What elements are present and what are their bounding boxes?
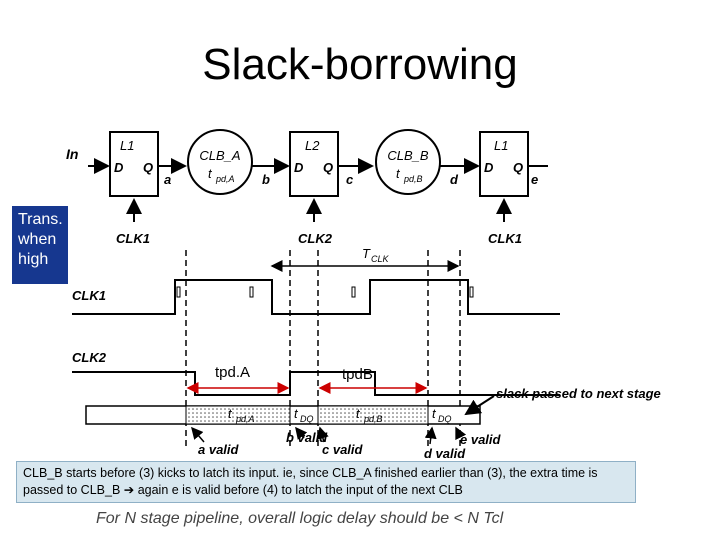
clb-b-delay-sub: pd,B [403, 174, 423, 184]
signal-e-label: e [531, 172, 538, 187]
latch-3-q: Q [513, 160, 523, 175]
side-note-line: high [18, 251, 49, 268]
tpd-b-label: tpdB [342, 366, 373, 383]
clk1-marker [176, 286, 181, 298]
latch-1-name: L1 [120, 138, 134, 153]
clk2-wave-label: CLK2 [72, 350, 107, 365]
a-valid-label: a valid [198, 442, 240, 457]
latch-3-name: L1 [494, 138, 508, 153]
clb-a-delay-sub: pd,A [215, 174, 235, 184]
tdq-label-2-sub: DQ [438, 414, 452, 424]
footer-note: For N stage pipeline, overall logic dela… [96, 510, 504, 527]
d-valid-label: d valid [424, 446, 466, 461]
tclk-label: T [362, 246, 371, 261]
clk1-marker [469, 286, 474, 298]
latch-1: L1 D Q [109, 131, 159, 197]
c-valid-arrow [317, 426, 329, 443]
b-valid-label: b valid [286, 430, 328, 445]
caption-box: CLB_B starts before (3) kicks to latch i… [16, 461, 636, 503]
signal-d-label: d [450, 172, 459, 187]
slack-arrow [464, 395, 495, 416]
latch-2: L2 D Q [289, 131, 339, 197]
tpd-a-bar-sub: pd,A [235, 414, 255, 424]
clb-b-delay: t [396, 166, 401, 181]
clb-b-block: CLB_B t pd,B [375, 129, 441, 195]
signal-b-label: b [262, 172, 270, 187]
page-title: Slack-borrowing [202, 40, 518, 89]
e-valid-label: e valid [460, 432, 502, 447]
clk1-waveform [72, 279, 560, 315]
e-valid-arrow [455, 426, 467, 441]
tclk-label-sub: CLK [371, 254, 390, 264]
clb-a-block: CLB_A t pd,A [187, 129, 253, 195]
latch-1-clock: CLK1 [116, 231, 150, 246]
clb-a-delay: t [208, 166, 213, 181]
tpd-a-bar-label: t [228, 406, 233, 421]
tdq-label-1: t [294, 406, 299, 421]
latch-2-name: L2 [305, 138, 320, 153]
tpd-b-bar-sub: pd,B [363, 414, 383, 424]
clk1-marker [249, 286, 254, 298]
tdq-label-1-sub: DQ [300, 414, 314, 424]
clk1-wave-label: CLK1 [72, 288, 106, 303]
latch-2-d: D [294, 160, 304, 175]
latch-1-d: D [114, 160, 124, 175]
b-valid-arrow [295, 426, 308, 440]
tpd-a-label: tpd.A [215, 364, 251, 381]
latch-3: L1 D Q [479, 131, 529, 197]
latch-2-clock: CLK2 [298, 231, 333, 246]
a-valid-arrow [191, 426, 205, 443]
latch-1-q: Q [143, 160, 153, 175]
signal-c-label: c [346, 172, 354, 187]
latch-3-clock: CLK1 [488, 231, 522, 246]
tpd-b-segment [317, 405, 429, 425]
input-label: In [66, 146, 78, 162]
side-note: Trans. when high [12, 206, 68, 284]
latch-2-q: Q [323, 160, 333, 175]
clb-a-name: CLB_A [199, 148, 240, 163]
clk2-waveform [72, 371, 560, 396]
tdq-label-2: t [432, 406, 437, 421]
latch-3-d: D [484, 160, 494, 175]
tpd-b-bar-label: t [356, 406, 361, 421]
slack-note: slack passed to next stage [496, 386, 661, 401]
clb-b-name: CLB_B [387, 148, 429, 163]
signal-a-label: a [164, 172, 171, 187]
side-note-line: Trans. [18, 211, 63, 228]
c-valid-label: c valid [322, 442, 364, 457]
d-valid-arrow [424, 426, 437, 445]
side-note-line: when [18, 231, 57, 248]
tpd-a-segment [185, 405, 291, 425]
clk1-marker [351, 286, 356, 298]
